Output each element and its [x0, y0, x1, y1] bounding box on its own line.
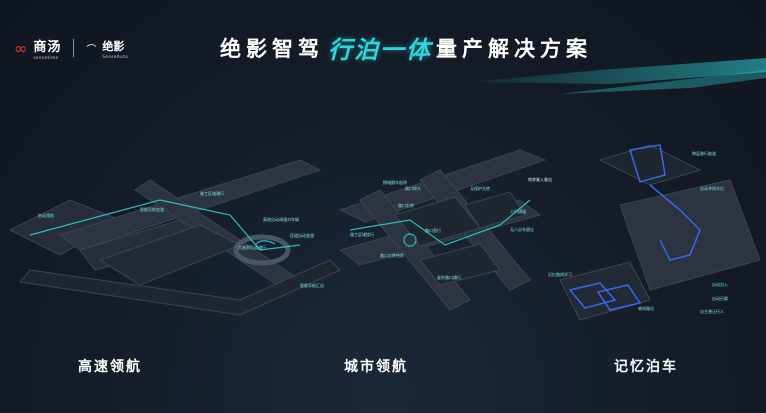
- section-label-parking: 记忆泊车: [614, 359, 678, 375]
- parking-annotation: 记忆路线学习: [548, 272, 572, 277]
- sensetime-logo-sub: sensetime: [33, 55, 59, 60]
- city-route: [349, 199, 531, 247]
- city-annotation: 拥堵跟车起停: [383, 180, 407, 185]
- city-annotation: 无人自车避让: [510, 227, 534, 232]
- city-annotation: 路口掉头: [405, 186, 421, 191]
- sensetime-logo-text: 商汤: [33, 40, 62, 55]
- header-ribbon: [470, 58, 766, 94]
- parking-annotation: 跨层驶行坡道: [692, 151, 716, 156]
- city-annotation: 复杂路口通行: [437, 275, 461, 280]
- parking-annotation: 自动泊入: [712, 282, 728, 287]
- highway-annotation: 匝道自动变道: [290, 233, 314, 238]
- page-title: 绝影智驾 行泊一体 量产解决方案: [220, 30, 592, 65]
- sensetime-logo: 商汤 sensetime: [33, 36, 61, 60]
- city-annotation: 人行横道: [510, 209, 526, 214]
- sensetime-logo-icon: ∞: [14, 38, 28, 58]
- parking-annotation: 自动寻找车位: [700, 186, 724, 191]
- city-scene: [338, 149, 547, 311]
- city-annotation: 路口右转: [398, 203, 414, 208]
- title-suffix: 量产解决方案: [436, 36, 592, 61]
- city-annotation: 无保护左转: [470, 186, 490, 191]
- parking-annotation: 地库驶入驶出: [528, 177, 552, 182]
- highway-annotation: 智能导航变道: [140, 207, 164, 212]
- highway-annotation: 大曲率匝道通行: [238, 245, 266, 250]
- section-label-highway: 高速领航: [78, 359, 142, 375]
- parking-route: [568, 144, 701, 311]
- city-annotation: 施工区域绕行: [350, 232, 374, 237]
- senseauto-logo: 绝影 SenseAuto: [102, 38, 128, 59]
- title-highlight: 行泊一体: [328, 36, 432, 64]
- senseauto-logo-text: 绝影: [102, 39, 125, 53]
- brand-divider: [73, 39, 75, 57]
- title-prefix: 绝影智驾: [220, 36, 324, 61]
- highway-annotation: 施工区域通行: [200, 191, 224, 196]
- parking-annotation: 自主避让行人: [700, 309, 724, 314]
- car-icon: ⌒: [86, 44, 97, 56]
- brand-area: ∞ 商汤 sensetime ⌒ 绝影 SenseAuto: [14, 36, 128, 61]
- parking-scene: [559, 144, 761, 321]
- section-label-city: 城市领航: [344, 359, 408, 375]
- highway-annotation: 高效自动调速对车辆: [263, 217, 299, 222]
- highway-annotation: 启动领航: [38, 213, 54, 218]
- highway-route: [29, 199, 301, 251]
- parking-annotation: 感知路况: [638, 306, 654, 311]
- parking-annotation: 自动召唤: [712, 296, 728, 301]
- city-annotation: 路口直行: [425, 228, 441, 233]
- highway-annotation: 智能导航汇出: [300, 283, 324, 288]
- highway-scene: [8, 159, 341, 316]
- senseauto-logo-sub: SenseAuto: [102, 53, 129, 59]
- city-annotation: 路口左转待转: [380, 253, 404, 258]
